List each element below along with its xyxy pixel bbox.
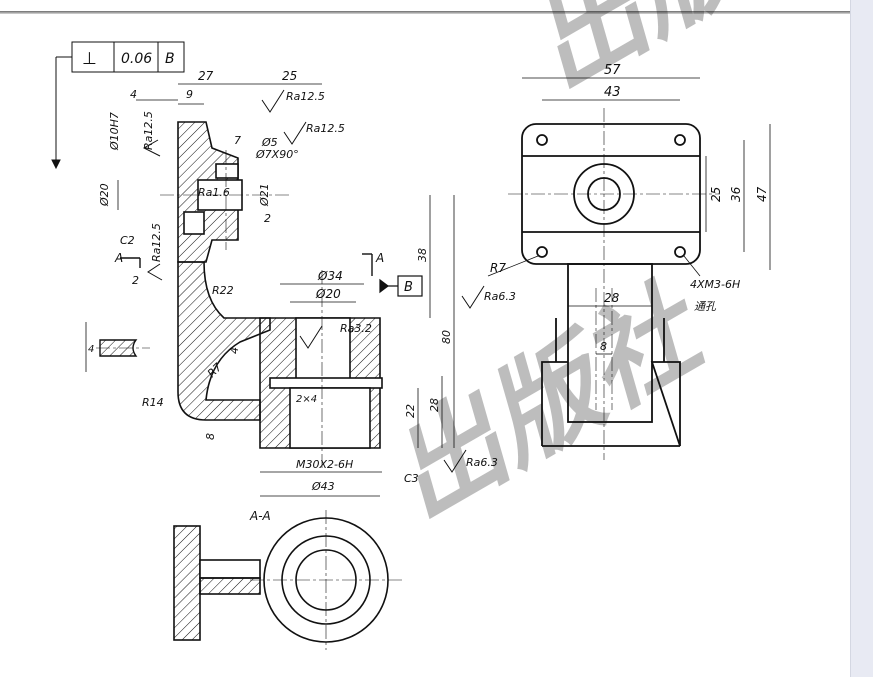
dim-m30: M30X2-6H — [296, 458, 353, 471]
datum-b-label: B — [404, 280, 413, 295]
rough-ra63-b: Ra6.3 — [466, 456, 498, 469]
drawing-canvas: ⊥ 0.06 B A A 4 — [40, 18, 782, 664]
dim-4: 4 — [130, 88, 137, 101]
section-arrow-left — [120, 253, 373, 276]
engineering-drawing: ⊥ 0.06 B A A 4 — [51, 41, 771, 650]
gdt-symbol: ⊥ — [82, 49, 97, 69]
gdt-tolerance: 0.06 — [121, 51, 152, 67]
roughness-symbols — [142, 89, 485, 473]
rough-ra125-b: Ra12.5 — [306, 122, 345, 135]
side-through-note: 通孔 — [694, 300, 717, 313]
dim-phi20: Ø20 — [98, 183, 111, 207]
dim-phi34: Ø34 — [317, 269, 343, 283]
dim-profile-4: 4 — [88, 344, 94, 355]
side-dim-36: 36 — [729, 186, 743, 202]
section-mark-left: A — [114, 251, 123, 265]
dim-22: 22 — [404, 404, 417, 418]
dim-38: 38 — [416, 248, 429, 262]
dim-phi5: Ø5 — [261, 136, 278, 149]
dim-7: 7 — [234, 134, 241, 147]
rough-ra125-a: Ra12.5 — [286, 90, 325, 103]
dim-phi20-b: Ø20 — [315, 287, 341, 301]
dim-9: 9 — [186, 88, 193, 101]
dim-phi10h7: Ø10H7 — [108, 112, 121, 151]
side-dim-57: 57 — [604, 63, 621, 78]
front-dim-lines — [117, 83, 455, 497]
dim-r22: R22 — [212, 284, 234, 297]
datum-b-box — [379, 275, 423, 297]
gdt-datum: B — [165, 51, 175, 67]
window-top-bar — [0, 0, 873, 14]
dim-27: 27 — [198, 69, 214, 83]
side-centerlines — [508, 108, 720, 460]
scrollbar-track[interactable] — [850, 0, 873, 677]
rough-ra125-c: Ra12.5 — [142, 111, 155, 150]
side-dim-28: 28 — [604, 291, 620, 305]
dim-c2: C2 — [120, 234, 135, 247]
side-dim-8: 8 — [600, 340, 607, 353]
dim-r14: R14 — [142, 396, 164, 409]
section-aa-centerlines — [250, 510, 402, 650]
profile-sketch — [99, 339, 138, 357]
section-aa-title: A-A — [249, 509, 271, 523]
side-dim-r7: R7 — [490, 261, 506, 275]
dim-c3: C3 — [404, 472, 419, 485]
dim-phi7x90: Ø7X90° — [255, 148, 299, 161]
side-dim-47: 47 — [755, 186, 769, 202]
rough-ra125-d: Ra12.5 — [150, 223, 163, 262]
dim-4-arm: 4 — [228, 347, 241, 354]
dim-25: 25 — [282, 69, 297, 83]
rough-ra32: Ra3.2 — [340, 322, 372, 335]
dim-phi43: Ø43 — [311, 480, 335, 493]
dim-2: 2 — [132, 274, 139, 287]
side-view — [521, 123, 701, 447]
side-thread-note: 4XM3-6H — [690, 278, 740, 291]
side-dim-43: 43 — [604, 85, 621, 100]
dim-8: 8 — [204, 433, 217, 440]
section-mark-right: A — [375, 251, 384, 265]
dim-phi21: Ø21 — [258, 183, 271, 207]
rough-ra63-a: Ra6.3 — [484, 290, 516, 303]
gdt-frame — [51, 41, 185, 170]
dim-28: 28 — [428, 398, 441, 412]
dim-80: 80 — [440, 330, 453, 344]
boss-bore — [183, 163, 383, 449]
dim-2x4: 2×4 — [296, 394, 317, 405]
side-dim-25: 25 — [709, 187, 723, 202]
side-dim-lines — [487, 77, 771, 355]
rough-ra16: Ra1.6 — [198, 186, 230, 199]
dim-2-b: 2 — [264, 212, 271, 225]
